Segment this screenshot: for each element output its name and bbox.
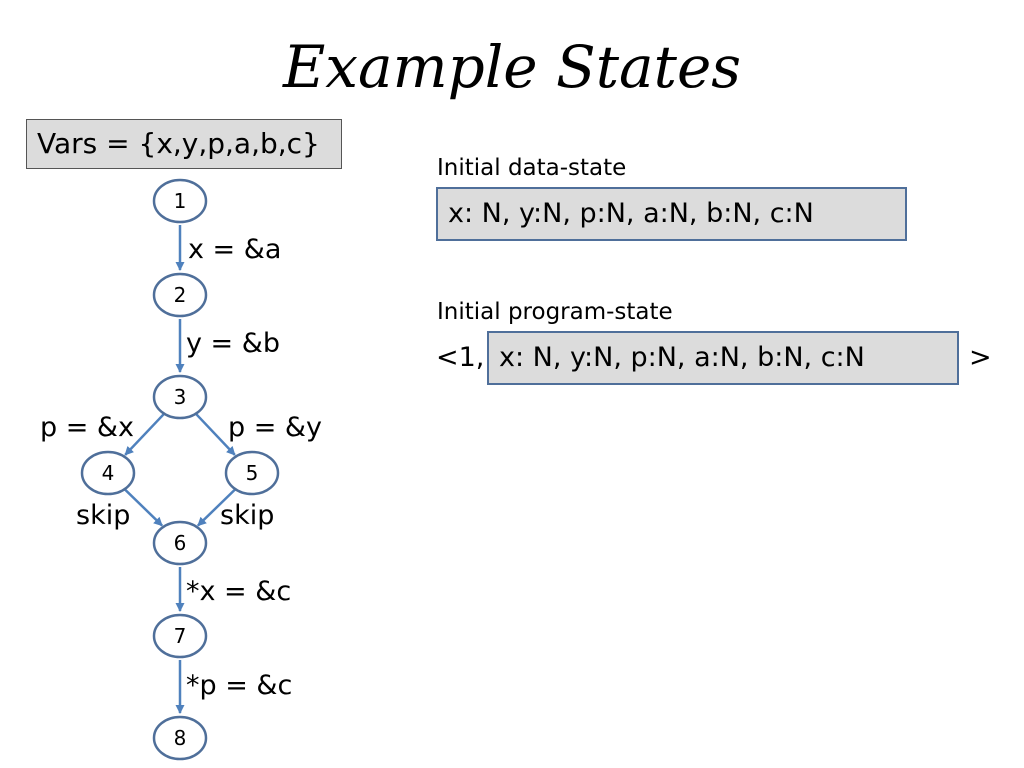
edge-3-5 [195, 413, 236, 456]
edge-label-3-4: p = &x [40, 412, 134, 443]
edge-3-4 [124, 413, 165, 456]
edge-label-7-8: *p = &c [186, 670, 292, 701]
node-circle-4 [80, 450, 136, 496]
program-state-prefix: <1, [436, 342, 485, 373]
edge-5-6 [197, 488, 236, 527]
node-circle-5 [224, 450, 280, 496]
node-label-3: 3 [174, 385, 187, 409]
edge-label-1-2: x = &a [188, 234, 281, 265]
edge-label-4-6: skip [76, 500, 130, 531]
node-label-1: 1 [174, 189, 187, 213]
node-3: 3 [152, 374, 208, 420]
node-circle-8 [152, 715, 208, 761]
nodes-layer: 1 2 3 4 5 6 7 8 [80, 178, 280, 761]
node-label-8: 8 [174, 726, 187, 750]
node-label-7: 7 [174, 624, 187, 648]
initial-data-state-box: x: N, y:N, p:N, a:N, b:N, c:N [436, 187, 907, 241]
node-circle-3 [152, 374, 208, 420]
program-state-suffix: > [969, 342, 992, 373]
initial-program-state-box: x: N, y:N, p:N, a:N, b:N, c:N [487, 331, 959, 385]
node-circle-2 [152, 272, 208, 318]
edge-label-6-7: *x = &c [186, 576, 291, 607]
node-label-5: 5 [246, 461, 259, 485]
initial-program-state-label: Initial program-state [437, 299, 673, 325]
edges-layer [124, 225, 236, 714]
node-1: 1 [152, 178, 208, 224]
node-5: 5 [224, 450, 280, 496]
edge-label-2-3: y = &b [186, 328, 280, 359]
edge-labels-layer: x = &a y = &b p = &x p = &y skip skip *x = &c *… [40, 234, 322, 701]
node-label-4: 4 [102, 461, 115, 485]
node-label-6: 6 [174, 531, 187, 555]
node-circle-6 [152, 520, 208, 566]
edge-label-5-6: skip [220, 500, 274, 531]
node-circle-1 [152, 178, 208, 224]
initial-data-state-label: Initial data-state [437, 155, 627, 181]
edge-4-6 [124, 488, 163, 527]
node-7: 7 [152, 613, 208, 659]
node-2: 2 [152, 272, 208, 318]
node-6: 6 [152, 520, 208, 566]
edge-label-3-5: p = &y [228, 412, 322, 443]
vars-box: Vars = {x,y,p,a,b,c} [26, 119, 342, 169]
node-8: 8 [152, 715, 208, 761]
node-4: 4 [80, 450, 136, 496]
node-label-2: 2 [174, 283, 187, 307]
node-circle-7 [152, 613, 208, 659]
slide-title: Example States [282, 33, 742, 101]
